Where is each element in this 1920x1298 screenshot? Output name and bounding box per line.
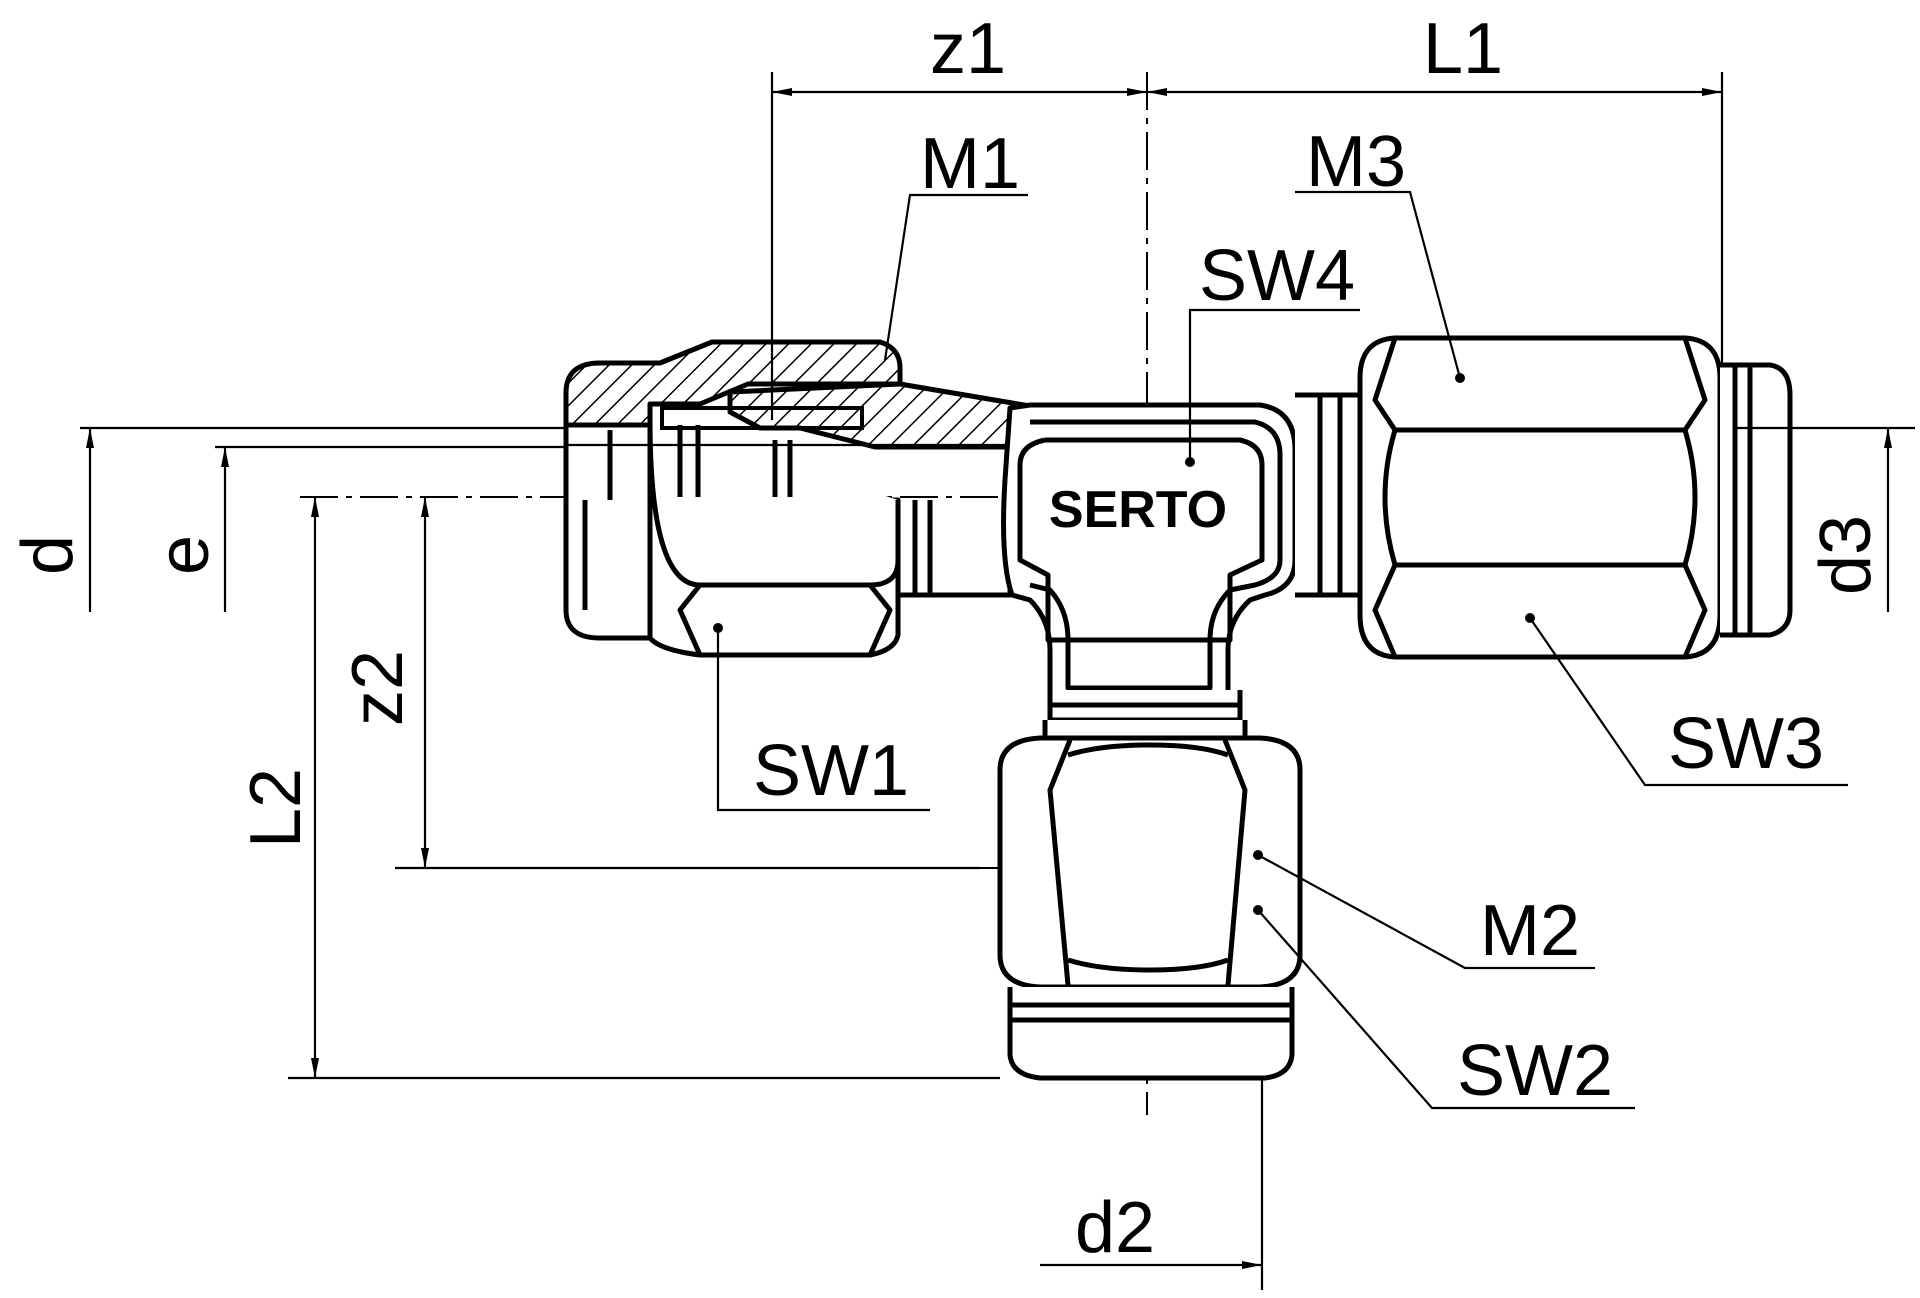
label-L2: L2	[236, 768, 316, 848]
label-d: d	[8, 535, 88, 575]
callout-SW4: SW4	[1199, 236, 1355, 316]
callout-SW3: SW3	[1668, 704, 1824, 784]
callout-M3: M3	[1306, 122, 1406, 202]
label-z1: z1	[930, 9, 1006, 89]
brand-label: SERTO	[1049, 481, 1227, 539]
label-e: e	[144, 535, 224, 575]
label-d2: d2	[1075, 1188, 1155, 1268]
label-z2: z2	[338, 650, 418, 726]
dimension-labels: z1 L1 d e z2 L2 d3 d2	[8, 9, 1886, 1268]
callout-M1: M1	[920, 124, 1020, 204]
label-d3: d3	[1806, 515, 1886, 595]
bottom-nut	[997, 735, 1303, 1081]
right-nut	[1357, 335, 1793, 660]
dimension-lines	[80, 72, 1915, 1290]
leader-lines	[713, 190, 1848, 1110]
tee-body: SERTO	[895, 392, 1363, 743]
callout-SW2: SW2	[1457, 1031, 1613, 1111]
label-L1: L1	[1423, 9, 1503, 89]
callout-labels: M1 M3 SW4 SW1 SW3 M2 SW2	[753, 122, 1824, 1111]
left-nut-section	[563, 339, 1033, 658]
callout-SW1: SW1	[753, 731, 909, 811]
callout-M2: M2	[1480, 891, 1580, 971]
